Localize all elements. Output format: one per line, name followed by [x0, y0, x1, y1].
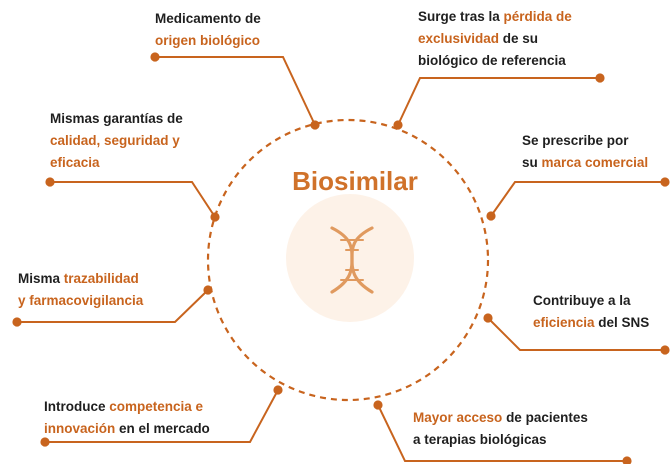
plain-text: Medicamento de — [155, 11, 261, 26]
highlight-text: eficiencia — [533, 315, 595, 330]
label-line: calidad, seguridad y — [50, 130, 183, 152]
plain-text: en el mercado — [115, 421, 210, 436]
connector-end-dot — [45, 177, 55, 187]
label-line: eficacia — [50, 152, 183, 174]
connector-medicamento — [155, 56, 316, 126]
highlight-text: calidad, seguridad y — [50, 133, 180, 148]
connector-circle-dot — [373, 400, 383, 410]
highlight-text: trazabilidad — [63, 271, 139, 286]
label-medicamento: Medicamento de origen biológico — [155, 8, 261, 52]
connector-end-dot — [622, 456, 632, 464]
connector-trazabilidad — [17, 289, 209, 323]
connector-surge — [397, 77, 600, 126]
label-line: y farmacovigilancia — [18, 290, 143, 312]
highlight-text: origen biológico — [155, 33, 260, 48]
highlight-text: Mayor acceso — [413, 410, 503, 425]
diagram-title: Biosimilar — [292, 166, 418, 196]
connector-end-dot — [12, 317, 22, 327]
highlight-text: exclusividad — [418, 31, 500, 46]
label-line: Contribuye a la — [533, 290, 649, 312]
label-line: exclusividad de su — [418, 28, 572, 50]
label-line: Surge tras la pérdida de — [418, 6, 572, 28]
label-line: Misma trazabilidad — [18, 268, 143, 290]
highlight-text: pérdida de — [503, 9, 572, 24]
highlight-text: y farmacovigilancia — [18, 293, 144, 308]
connector-end-dot — [660, 345, 670, 355]
icon-halo — [286, 194, 414, 322]
highlight-text: eficacia — [50, 155, 100, 170]
label-line: biológico de referencia — [418, 50, 572, 72]
plain-text: Surge tras la — [418, 9, 504, 24]
label-trazabilidad: Misma trazabilidad y farmacovigilancia — [18, 268, 143, 312]
highlight-text: marca comercial — [541, 155, 649, 170]
dna-icon — [330, 226, 374, 294]
plain-text: a terapias biológicas — [413, 432, 547, 447]
label-line: su marca comercial — [522, 152, 648, 174]
plain-text: de pacientes — [502, 410, 588, 425]
label-line: Mismas garantías de — [50, 108, 183, 130]
connector-prescribe — [490, 181, 665, 217]
connector-circle-dot — [273, 385, 283, 395]
connector-circle-dot — [310, 120, 320, 130]
plain-text: Misma — [18, 271, 64, 286]
label-garantias: Mismas garantías de calidad, seguridad y e… — [50, 108, 183, 174]
connector-acceso — [377, 404, 627, 462]
plain-text: Contribuye a la — [533, 293, 631, 308]
highlight-text: competencia e — [109, 399, 204, 414]
label-line: Introduce competencia e — [44, 396, 210, 418]
connector-circle-dot — [393, 120, 403, 130]
connector-end-dot — [40, 437, 50, 447]
connector-circle-dot — [203, 285, 213, 295]
connector-end-dot — [150, 52, 160, 62]
plain-text: Introduce — [44, 399, 110, 414]
label-line: innovación en el mercado — [44, 418, 210, 440]
plain-text: su — [522, 155, 542, 170]
connector-circle-dot — [486, 211, 496, 221]
label-line: origen biológico — [155, 30, 261, 52]
plain-text: Mismas garantías de — [50, 111, 183, 126]
connector-garantias — [50, 181, 216, 218]
connector-circle-dot — [483, 313, 493, 323]
connector-end-dot — [595, 73, 605, 83]
plain-text: biológico de referencia — [418, 53, 566, 68]
label-eficiencia: Contribuye a la eficiencia del SNS — [533, 290, 649, 334]
highlight-text: innovación — [44, 421, 116, 436]
connector-eficiencia — [487, 317, 665, 351]
connectors — [12, 52, 670, 464]
connector-circle-dot — [210, 212, 220, 222]
label-line: a terapias biológicas — [413, 429, 588, 451]
label-prescribe: Se prescribe por su marca comercial — [522, 130, 648, 174]
plain-text: del SNS — [594, 315, 650, 330]
plain-text: Se prescribe por — [522, 133, 629, 148]
label-line: Medicamento de — [155, 8, 261, 30]
label-line: Mayor acceso de pacientes — [413, 407, 588, 429]
label-line: Se prescribe por — [522, 130, 648, 152]
connector-competencia — [45, 389, 279, 443]
outer-dashed-circle — [206, 118, 490, 402]
label-acceso: Mayor acceso de pacientes a terapias biol… — [413, 407, 588, 451]
connector-end-dot — [660, 177, 670, 187]
label-line: eficiencia del SNS — [533, 312, 649, 334]
plain-text: de su — [499, 31, 539, 46]
